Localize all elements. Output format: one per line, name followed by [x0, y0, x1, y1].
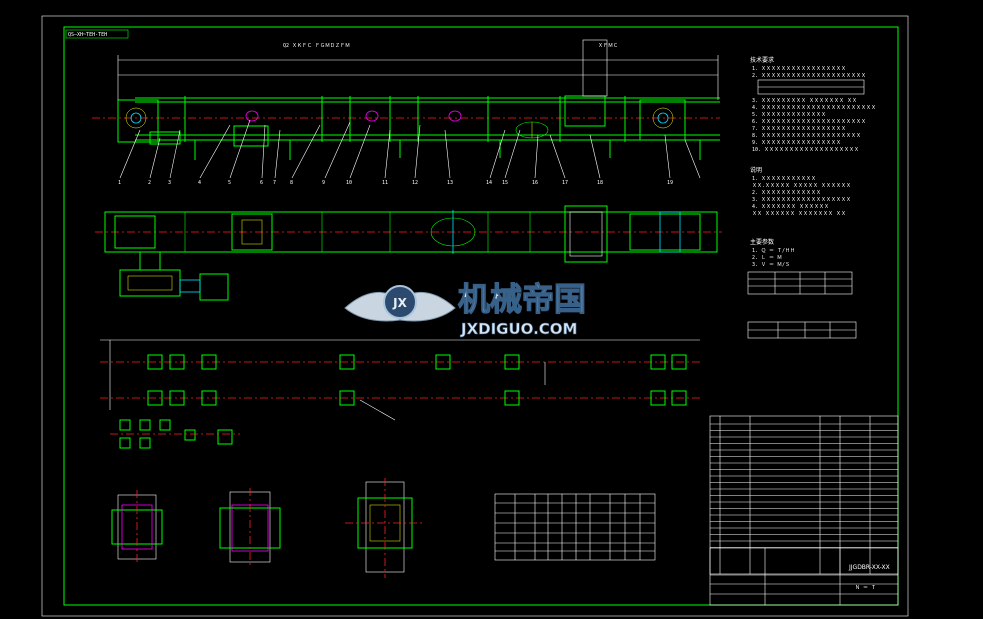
notes-title-1: 技术要求: [750, 56, 774, 64]
note-3-line-3: 3. Ｖ ＝ Ｍ/Ｓ: [752, 262, 790, 268]
title-block: JJGDBR-XX-XX Ｎ ＝ Ｔ: [709, 547, 899, 606]
technical-notes: 技术要求 1. ＸＸＸＸＸＸＸＸＸＸＸＸＸＸＸＸＸ 2. ＸＸＸＸＸＸＸＸＸＸＸ…: [747, 56, 876, 339]
drawing-number: JJGDBR-XX-XX: [848, 564, 890, 571]
part-number-13: 13: [447, 180, 453, 186]
elevation-view: 1 2 3 4 5 6 7 8 9 10 11 12 13 14 15 16 1…: [92, 39, 720, 186]
note-1-line-9: 9. ＸＸＸＸＸＸＸＸＸＸＸＸＸＸＸＸ: [752, 140, 841, 146]
section-details: [111, 478, 425, 578]
outer-frame: [41, 15, 909, 617]
note-3-line-2: 2. Ｌ ＝ Ｍ: [752, 255, 782, 261]
note-1-line-7: 7. ＸＸＸＸＸＸＸＸＸＸＸＸＸＸＸＸＸ: [752, 126, 846, 132]
part-number-7: 7: [273, 180, 276, 186]
notes-title-3: 主要参数: [750, 238, 774, 246]
note-1-line-4: 4. ＸＸＸＸＸＸＸＸＸＸＸＸＸＸＸＸＸＸＸＸＸＸＸ: [752, 105, 876, 111]
inner-frame: [63, 26, 899, 606]
part-number-18: 18: [597, 180, 603, 186]
part-number-4: 4: [198, 180, 201, 186]
note-3-line-1: 1. Ｑ ＝ Ｔ/ＨＨ: [752, 248, 795, 254]
scale-label: Ｎ ＝ Ｔ: [855, 585, 876, 591]
corner-tag-text: QS—XH~TEH-TEH: [68, 32, 107, 38]
note-2-line-6: ＸＸ ＸＸＸＸＸＸ ＸＸＸＸＸＸＸ ＸＸ: [752, 211, 846, 217]
watermark-cn: 机械帝国: [458, 280, 586, 318]
note-1-line-5: 5. ＸＸＸＸＸＸＸＸＸＸＸＸＸ: [752, 112, 826, 118]
part-number-12: 12: [412, 180, 418, 186]
note-1-line-8: 8. ＸＸＸＸＸＸＸＸＸＸＸＸＸＸＸＸＸＸＸＸ: [752, 133, 861, 139]
part-number-15: 15: [502, 180, 508, 186]
spec-table: [494, 493, 656, 561]
foundation-plan: [100, 339, 700, 449]
svg-text:JX: JX: [392, 296, 407, 310]
note-2-line-3: 2. ＸＸＸＸＸＸＸＸＸＸＸＸ: [752, 190, 821, 196]
part-number-3: 3: [168, 180, 171, 186]
note-2-line-4: 3. ＸＸＸＸＸＸＸＸＸＸＸＸＸＸＸＸＸＸ: [752, 197, 851, 203]
part-number-16: 16: [532, 180, 538, 186]
note-1-line-1: 1. ＸＸＸＸＸＸＸＸＸＸＸＸＸＸＸＸＸ: [752, 66, 846, 72]
note-1-line-2: 2. ＸＸＸＸＸＸＸＸＸＸＸＸＸＸＸＸＸＸＸＸＸ: [752, 73, 866, 79]
part-number-19: 19: [667, 180, 673, 186]
elevation-top-label: Q2 ＸＫＦＣ ＦＧＭＤＺＦＭ: [283, 43, 350, 49]
notes-title-2: 说明: [750, 166, 762, 174]
part-number-2: 2: [148, 180, 151, 186]
part-number-10: 10: [346, 180, 352, 186]
watermark-logo: JX 机械帝国 JXDIGUO.COM: [344, 279, 587, 338]
watermark-url: JXDIGUO.COM: [460, 320, 577, 338]
part-number-6: 6: [260, 180, 263, 186]
corner-tag: QS—XH~TEH-TEH: [65, 29, 129, 39]
note-2-line-5: 4. ＸＸＸＸＸＸＸ ＸＸＸＸＸＸ: [752, 204, 829, 210]
note-1-line-10: 10. ＸＸＸＸＸＸＸＸＸＸＸＸＸＸＸＸＸＸＸ: [752, 147, 859, 153]
part-number-5: 5: [228, 180, 231, 186]
bill-of-materials: [709, 415, 899, 575]
part-number-9: 9: [322, 180, 325, 186]
plan-view: [95, 205, 722, 301]
note-1-line-6: 6. ＸＸＸＸＸＸＸＸＸＸＸＸＸＸＸＸＸＸＸＸＸ: [752, 119, 866, 125]
part-number-14: 14: [486, 180, 492, 186]
note-2-line-2: ＸＸ.ＸＸＸＸＸ ＸＸＸＸＸ ＸＸＸＸＸＸ: [752, 183, 851, 189]
part-number-1: 1: [118, 180, 121, 186]
part-number-11: 11: [382, 180, 388, 186]
part-number-17: 17: [562, 180, 568, 186]
note-2-line-1: 1. ＸＸＸＸＸＸＸＸＸＸＸ: [752, 176, 816, 182]
note-1-line-3: 3. ＸＸＸＸＸＸＸＸＸ ＸＸＸＸＸＸＸ ＸＸ: [752, 98, 857, 104]
part-number-8: 8: [290, 180, 293, 186]
elevation-right-label: ＸＦＭＣ: [598, 43, 618, 49]
